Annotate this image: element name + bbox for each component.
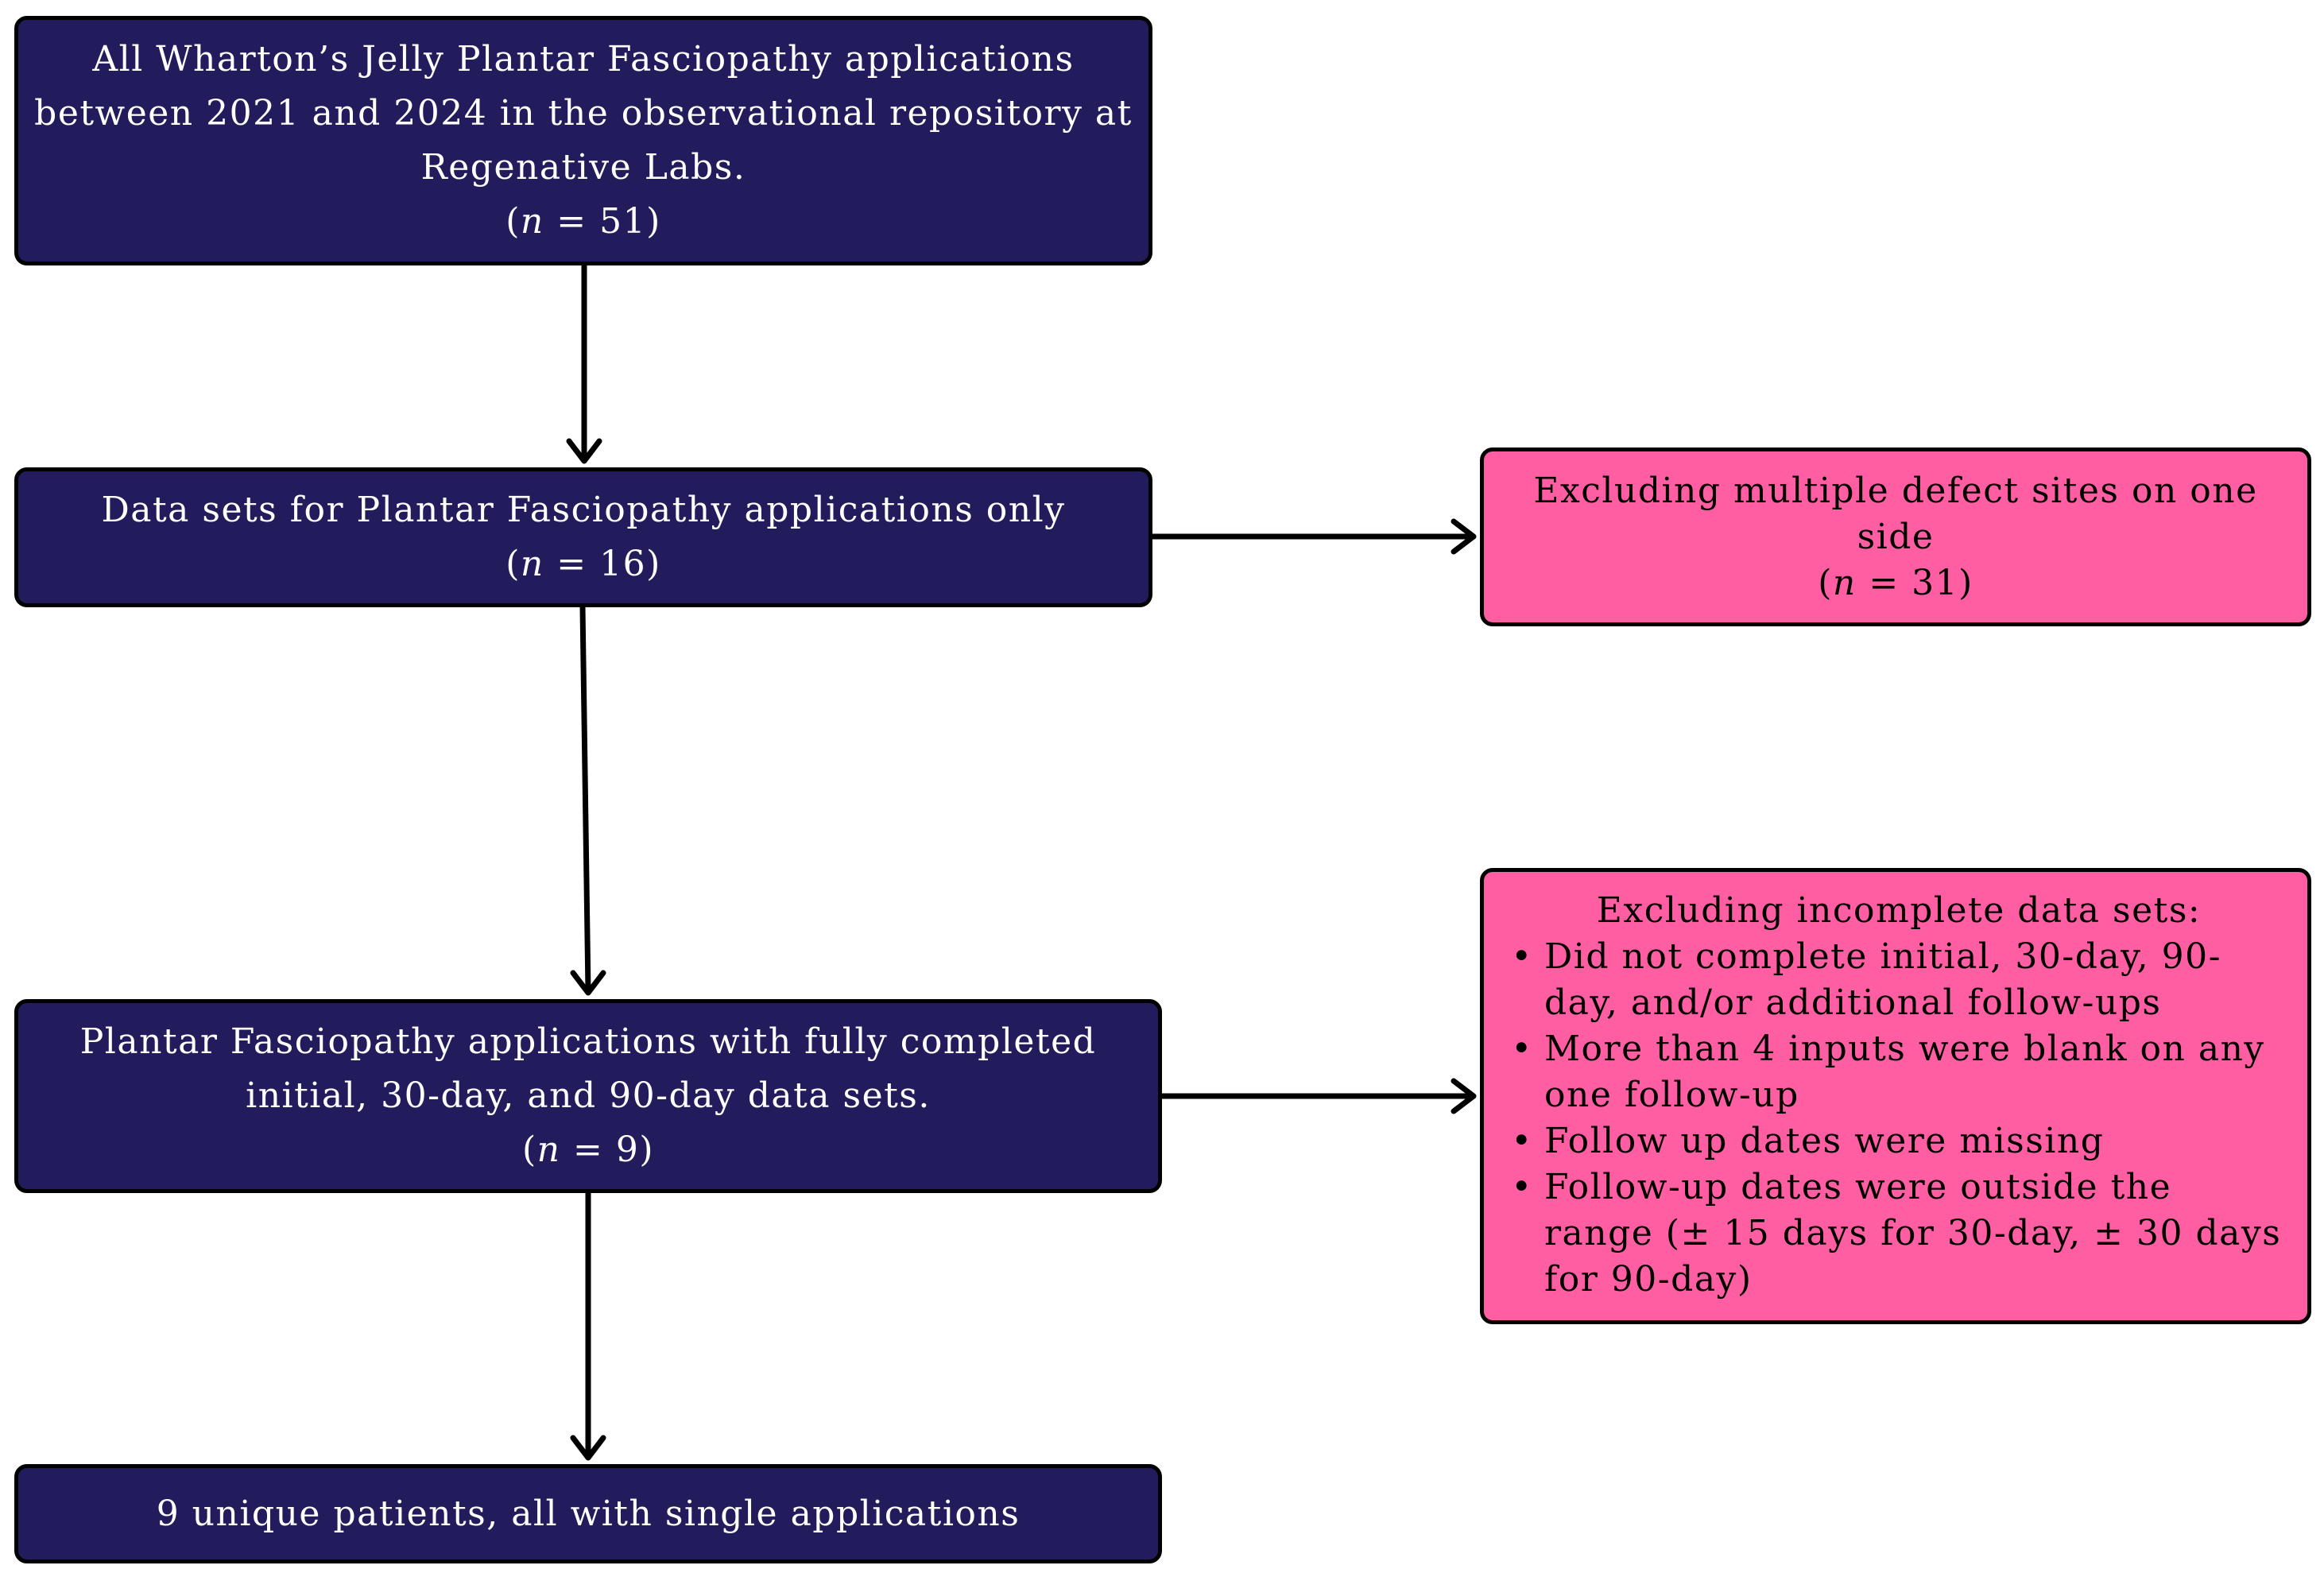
bullet-icon: • xyxy=(1511,1167,1533,1207)
completed-data-sets-box: Plantar Fasciopathy applications with fu… xyxy=(14,999,1162,1193)
list-item-line: Follow-up dates were outside the xyxy=(1544,1167,2172,1207)
box-text-line: side xyxy=(1857,516,1935,557)
exclusion-title: Excluding incomplete data sets: xyxy=(1596,890,2202,931)
arrowhead-box4 xyxy=(570,1435,606,1461)
box-text-line: Excluding multiple defect sites on one xyxy=(1533,470,2258,511)
arrowhead-box3 xyxy=(570,970,606,996)
unique-patients-box: 9 unique patients, all with single appli… xyxy=(14,1464,1162,1563)
list-item-line: for 90-day) xyxy=(1544,1259,1753,1300)
list-item-line: Did not complete initial, 30-day, 90- xyxy=(1544,936,2221,977)
box-text-line: 9 unique patients, all with single appli… xyxy=(156,1493,1021,1534)
arrow-box2-to-box3 xyxy=(579,604,591,994)
list-item-line: Follow up dates were missing xyxy=(1544,1121,2105,1161)
sample-size-label: (n = 31) xyxy=(1818,562,1973,603)
list-item: • Follow-up dates were outside the range… xyxy=(1508,1164,2290,1303)
arrowhead-box2 xyxy=(566,438,602,464)
list-item-line: one follow-up xyxy=(1544,1075,1799,1115)
sample-size-label: (n = 16) xyxy=(505,544,661,584)
bullet-icon: • xyxy=(1511,1121,1533,1161)
bullet-icon: • xyxy=(1511,1029,1533,1069)
sample-size-label: (n = 51) xyxy=(505,201,661,242)
arrowhead-exclusion2 xyxy=(1451,1078,1477,1114)
list-item-line: day, and/or additional follow-ups xyxy=(1544,982,2162,1023)
all-applications-box: All Wharton’s Jelly Plantar Fasciopathy … xyxy=(14,16,1152,265)
list-item: • Did not complete initial, 30-day, 90- … xyxy=(1508,934,2290,1026)
exclusion-multiple-sites-box: Excluding multiple defect sites on one s… xyxy=(1480,447,2311,626)
box-text-line: Regenative Labs. xyxy=(420,147,746,188)
list-item-line: More than 4 inputs were blank on any xyxy=(1544,1029,2265,1069)
bullet-icon: • xyxy=(1511,936,1533,977)
box-text-line: Data sets for Plantar Fasciopathy applic… xyxy=(101,490,1066,530)
exclusion-criteria-list: • Did not complete initial, 30-day, 90- … xyxy=(1508,934,2290,1303)
box-text-line: Plantar Fasciopathy applications with fu… xyxy=(79,1021,1097,1062)
box-text-line: between 2021 and 2024 in the observation… xyxy=(34,93,1133,134)
arrowhead-exclusion1 xyxy=(1451,518,1477,555)
list-item: • Follow up dates were missing xyxy=(1508,1118,2290,1164)
list-item: • More than 4 inputs were blank on any o… xyxy=(1508,1026,2290,1118)
sample-size-label: (n = 9) xyxy=(521,1129,654,1170)
list-item-line: range (± 15 days for 30-day, ± 30 days xyxy=(1544,1213,2282,1253)
box-text-line: All Wharton’s Jelly Plantar Fasciopathy … xyxy=(92,39,1075,79)
box-text-line: initial, 30-day, and 90-day data sets. xyxy=(246,1075,931,1116)
plantar-only-box: Data sets for Plantar Fasciopathy applic… xyxy=(14,467,1152,607)
exclusion-incomplete-box: Excluding incomplete data sets: • Did no… xyxy=(1480,868,2311,1324)
